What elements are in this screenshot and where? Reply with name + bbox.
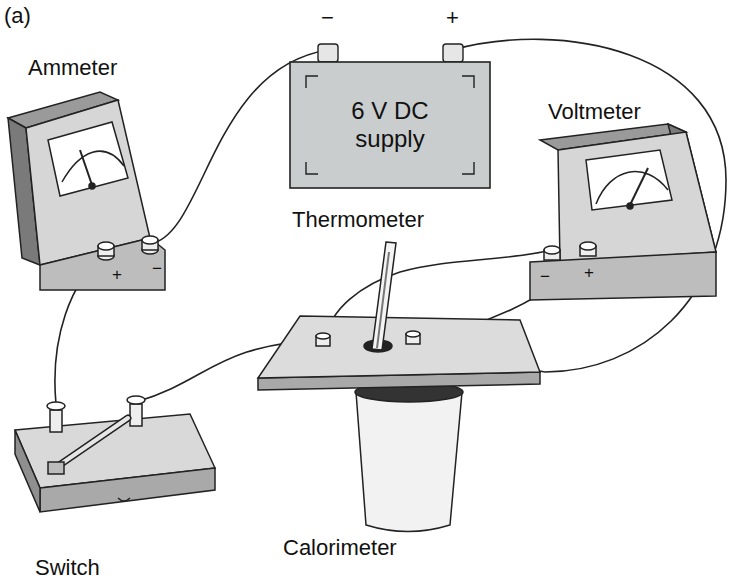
terminal-sign: + — [446, 6, 459, 30]
terminal-sign: + — [584, 264, 594, 283]
figure-tag: (a) — [4, 4, 31, 28]
terminal-sign: − — [540, 268, 550, 287]
supply-box: 6 V DC supply — [290, 62, 490, 188]
ammeter-symbol — [8, 92, 165, 290]
supply-text: 6 V DC supply — [330, 97, 450, 152]
part-name: Voltmeter — [548, 100, 641, 124]
thermometer-symbol — [372, 242, 396, 350]
part-name: Ammeter — [28, 56, 117, 80]
supply-terminals — [318, 44, 463, 62]
part-name: Thermometer — [292, 208, 424, 232]
terminal-sign: − — [321, 6, 334, 30]
calorimeter-symbol — [258, 316, 540, 532]
part-name: Switch — [35, 556, 100, 580]
part-name: Calorimeter — [283, 536, 397, 560]
voltmeter-symbol — [530, 124, 716, 300]
terminal-sign: + — [112, 266, 122, 285]
terminal-sign: − — [152, 260, 162, 279]
switch-symbol — [15, 396, 215, 512]
supply-case — [290, 62, 490, 188]
wires — [55, 39, 726, 404]
